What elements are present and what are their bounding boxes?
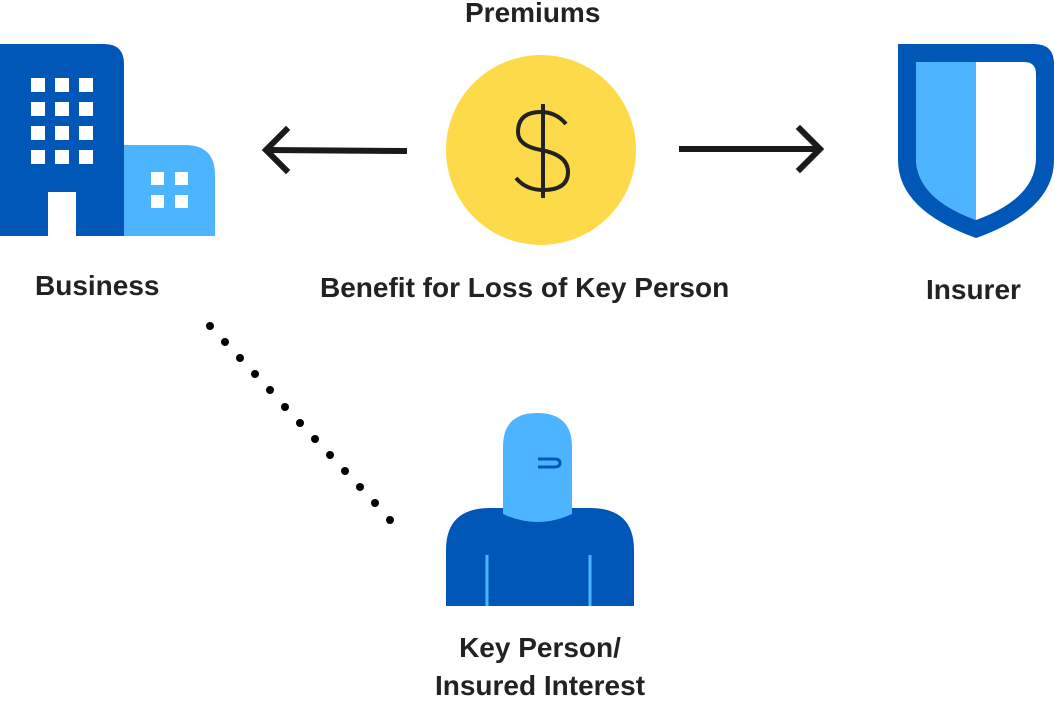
- insurer-label: Insurer: [926, 274, 1021, 305]
- shield-icon: [898, 44, 1054, 238]
- benefit-label: Benefit for Loss of Key Person: [320, 272, 730, 303]
- person-icon: [446, 413, 634, 606]
- dotted-connector: [206, 322, 394, 524]
- key-person-label-line1: Key Person/: [459, 632, 621, 663]
- building-icon: [0, 44, 215, 236]
- business-label: Business: [35, 270, 160, 301]
- arrow-right-icon: [679, 124, 825, 174]
- arrow-left-icon: [261, 125, 408, 175]
- dollar-coin-icon: [446, 55, 636, 245]
- premiums-label: Premiums: [465, 0, 601, 28]
- key-person-label-line2: Insured Interest: [434, 670, 646, 701]
